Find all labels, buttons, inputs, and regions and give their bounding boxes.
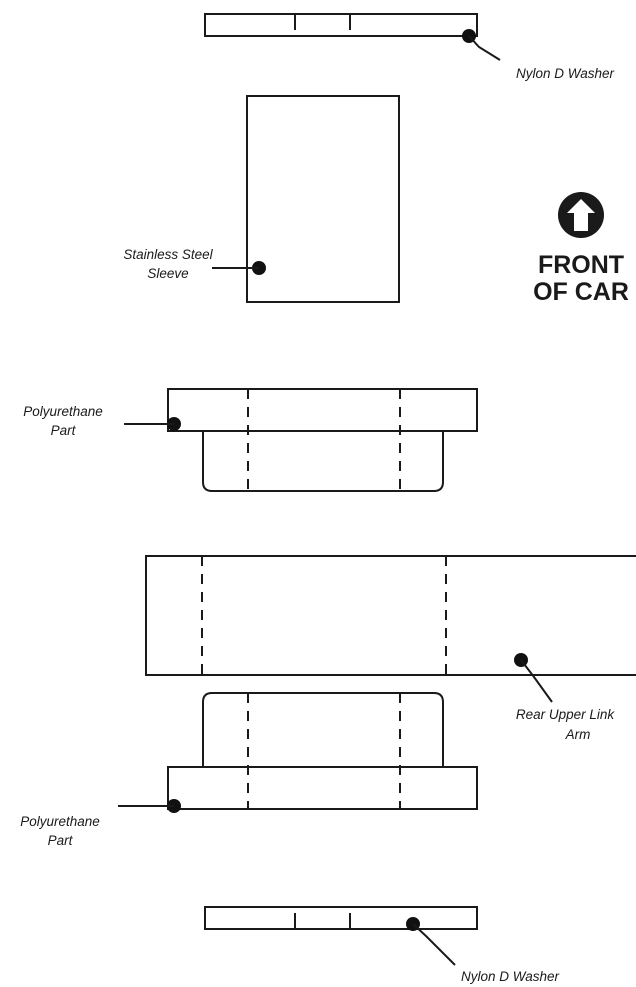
poly-bottom-label-line2: Part (48, 833, 74, 848)
nylon-d-washer-top-label: Nylon D Washer (516, 66, 615, 81)
link-arm-label-line1: Rear Upper Link (516, 707, 616, 722)
poly-top-label-line1: Polyurethane (23, 404, 103, 419)
nylon-d-washer-bottom-label: Nylon D Washer (461, 969, 560, 984)
polyurethane-part-bottom: Polyurethane Part (20, 692, 478, 848)
front-of-car-indicator: FRONT OF CAR (533, 192, 629, 306)
front-label-line1: FRONT (538, 251, 624, 279)
sleeve-label-line2: Sleeve (147, 266, 188, 281)
stainless-steel-sleeve: Stainless Steel Sleeve (123, 95, 400, 303)
poly-top-label-line2: Part (51, 423, 77, 438)
nylon-d-washer-bottom: Nylon D Washer (204, 906, 560, 984)
sleeve-label-line1: Stainless Steel (123, 247, 213, 262)
nylon-d-washer-top: Nylon D Washer (204, 13, 615, 81)
front-label-line2: OF CAR (533, 278, 629, 306)
poly-bottom-label-line1: Polyurethane (20, 814, 100, 829)
link-arm-label-line2: Arm (565, 727, 591, 742)
polyurethane-part-top: Polyurethane Part (23, 388, 478, 492)
rear-upper-link-arm: Rear Upper Link Arm (145, 555, 636, 742)
up-arrow-circle-icon (558, 192, 604, 238)
